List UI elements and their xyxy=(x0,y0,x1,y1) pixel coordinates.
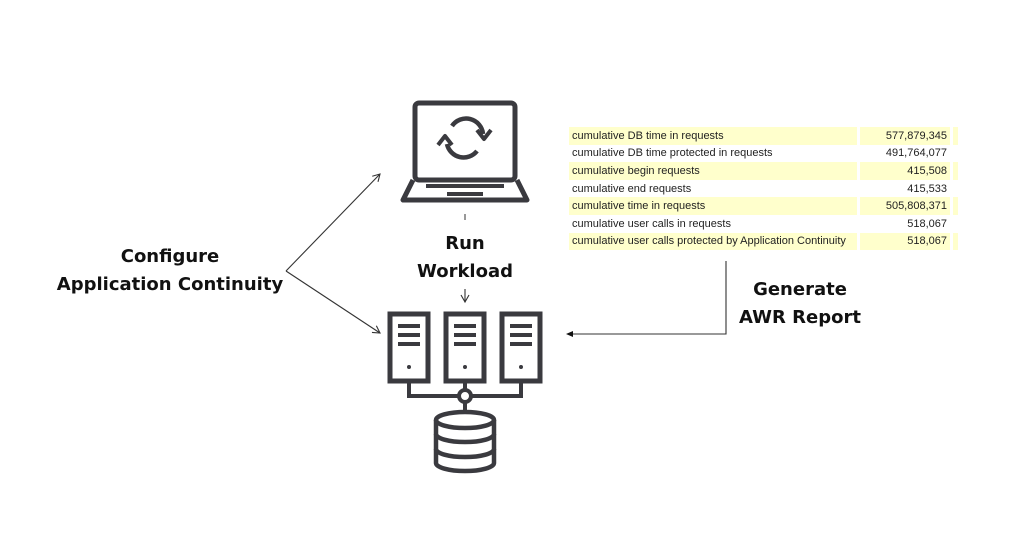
laptop-refresh-icon xyxy=(400,100,530,203)
configure-line-2: Application Continuity xyxy=(56,274,284,295)
database-icon xyxy=(433,409,497,474)
arrow-to-client xyxy=(285,173,381,272)
awr-metric-label: cumulative DB time in requests xyxy=(569,127,857,145)
awr-metric-value: 518,067 xyxy=(857,214,950,233)
server-icon-right xyxy=(499,311,543,384)
awr-extra-cell xyxy=(950,214,958,233)
awr-report-arrow xyxy=(566,261,727,337)
awr-metric-label: cumulative time in requests xyxy=(569,197,857,215)
awr-metric-value: 505,808,371 xyxy=(857,197,950,215)
awr-metric-value: 518,067 xyxy=(857,232,950,251)
arrow-to-database xyxy=(285,270,381,334)
run-line-2: Workload xyxy=(417,261,513,282)
configure-application-continuity-label: Configure Application Continuity xyxy=(40,243,300,299)
awr-extra-cell xyxy=(950,162,958,180)
awr-extra-cell xyxy=(950,127,958,145)
awr-metric-value: 491,764,077 xyxy=(857,144,950,163)
awr-metric-label: cumulative user calls in requests xyxy=(572,217,731,230)
server-cluster-database-icon xyxy=(387,311,543,474)
awr-extra-cell xyxy=(950,144,958,163)
awr-table-row: cumulative DB time protected in requests… xyxy=(569,144,958,163)
configure-line-1: Configure xyxy=(120,246,220,267)
awr-metric-value: 415,533 xyxy=(857,179,950,198)
awr-line-2: AWR Report xyxy=(739,307,861,328)
awr-extra-cell xyxy=(950,232,958,251)
awr-metric-label: cumulative begin requests xyxy=(569,162,857,180)
configure-arrows xyxy=(285,173,381,334)
run-workload-label: Run Workload xyxy=(395,230,535,286)
awr-table-row: cumulative user calls in requests 518,067 xyxy=(569,214,958,233)
awr-metric-value: 415,508 xyxy=(857,162,950,180)
server-icon-left xyxy=(387,311,431,384)
awr-line-1: Generate xyxy=(753,279,847,300)
awr-metric-label: cumulative user calls protected by Appli… xyxy=(569,232,857,251)
awr-table-row: cumulative user calls protected by Appli… xyxy=(569,232,958,251)
run-line-1: Run xyxy=(445,233,485,254)
awr-metric-label: cumulative end requests xyxy=(572,182,692,195)
awr-extra-cell xyxy=(950,179,958,198)
awr-metric-label: cumulative DB time protected in requests xyxy=(572,147,773,160)
server-icon-middle xyxy=(443,311,487,384)
awr-metric-value: 577,879,345 xyxy=(857,127,950,145)
generate-awr-report-label: Generate AWR Report xyxy=(720,276,880,332)
refresh-icon xyxy=(436,116,493,160)
network-connector xyxy=(407,381,523,412)
awr-table-row: cumulative end requests 415,533 xyxy=(569,179,958,198)
awr-extra-cell xyxy=(950,197,958,215)
